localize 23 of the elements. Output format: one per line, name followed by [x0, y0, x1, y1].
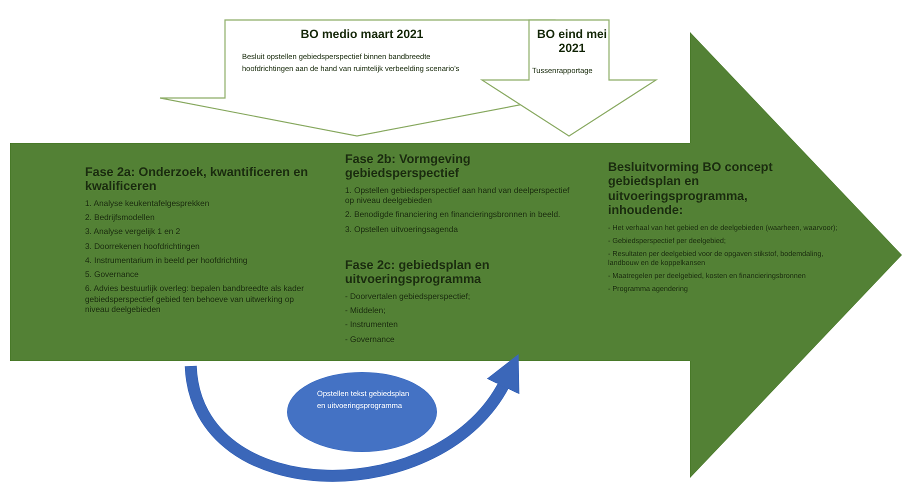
list-item: - Doorvertalen gebiedsperspectief; — [345, 292, 472, 302]
list-item: 3. Opstellen uitvoeringsagenda — [345, 224, 459, 235]
ellipse — [287, 372, 437, 452]
heading: BO eind mei 2021 — [536, 28, 608, 56]
list-item: 6. Advies bestuurlijk overleg: bepalen bandbreedte als kader gebiedsperspectief gebied ten behoeve van uitwerking op niveau deelgebieden — [85, 284, 305, 315]
list-item: 2. Bedrijfsmodellen — [85, 213, 156, 224]
list-item: - Middelen; — [345, 306, 387, 316]
heading: Fase 2b: Vormgeving gebiedsperspectief — [345, 152, 472, 181]
list-item: 1. Opstellen gebiedsperspectief aan hand van deelperspectief op niveau deelgebieden — [345, 186, 570, 206]
list-item: 2. Benodigde financiering en financieringsbronnen in beeld. — [345, 210, 562, 220]
heading: Besluitvorming BO concept gebiedsplan en uitvoeringsprogramma, inhoudende: — [608, 160, 774, 218]
down-arrow-callout — [482, 20, 656, 138]
curved-arrow — [184, 356, 522, 482]
heading: BO medio maart 2021 — [300, 28, 424, 42]
list-item: - Instrumenten — [345, 320, 399, 330]
list-item: 1. Analyse keukentafelgesprekken — [85, 198, 210, 209]
list-item: 5. Governance — [85, 270, 140, 280]
list-item: 4. Instrumentarium in beeld per hoofdrichting — [85, 256, 248, 266]
list-item: 3. Analyse vergelijk 1 en 2 — [85, 227, 182, 238]
heading: Fase 2a: Onderzoek, kwantificeren en kwalificeren — [85, 165, 309, 194]
list-item: 3. Doorrekenen hoofdrichtingen — [85, 242, 201, 252]
list-item: - Governance — [345, 334, 396, 345]
heading: Fase 2c: gebiedsplan en uitvoeringsprogramma — [345, 258, 490, 287]
